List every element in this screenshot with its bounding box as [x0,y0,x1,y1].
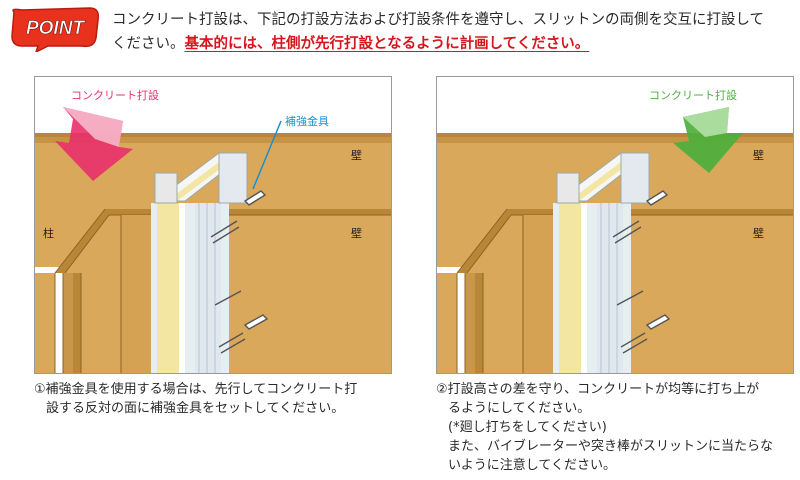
point-badge: POINT [11,7,100,52]
wall-label-lower-right: 壁 [753,226,764,240]
arrow-label-left: コンクリート打設 [71,88,159,102]
diagram-panel-right: コンクリート打設 壁 壁 [436,76,794,374]
caption-left: ①補強金具を使用する場合は、先行してコンクリート打 設する反対の面に補強金具をセ… [34,380,394,418]
header-line-2: ください。基本的には、柱側が先行打設となるように計画してください。 [112,32,792,56]
caption-left-line-1: ①補強金具を使用する場合は、先行してコンクリート打 [34,382,358,397]
column-label: 柱 [43,226,54,240]
wall-label-upper-right: 壁 [753,148,764,162]
diagram-panel-left: コンクリート打設 補強金具 壁 壁 柱 [34,76,392,374]
caption-right-line-1: ②打設高さの差を守り、コンクリートが均等に打ち上が [436,382,760,397]
arrow-label-right: コンクリート打設 [649,88,737,102]
caption-right-line-4: また、バイブレーターや突き棒がスリットンに当たらな [448,439,774,454]
header-line-2-plain: ください。 [112,36,185,52]
wall-label-upper-left: 壁 [351,148,362,162]
caption-left-line-2: 設する反対の面に補強金具をセットしてください。 [46,401,345,416]
header-text: コンクリート打設は、下記の打設方法および打設条件を遵守し、スリットンの両側を交互… [112,8,792,56]
point-badge-text: POINT [26,18,85,39]
caption-right-line-5: いように注意してください。 [448,458,616,473]
caption-right: ②打設高さの差を守り、コンクリートが均等に打ち上が るようにしてください。 (*… [436,380,796,475]
header-line-1: コンクリート打設は、下記の打設方法および打設条件を遵守し、スリットンの両側を交互… [112,12,765,28]
callout-label: 補強金具 [285,114,329,128]
header-emphasis: 基本的には、柱側が先行打設となるように計画してください。 [184,36,590,52]
caption-right-line-3: (*廻し打ちをしてください) [448,420,607,435]
wall-label-lower-left: 壁 [351,226,362,240]
caption-right-line-2: るようにしてください。 [448,401,591,416]
